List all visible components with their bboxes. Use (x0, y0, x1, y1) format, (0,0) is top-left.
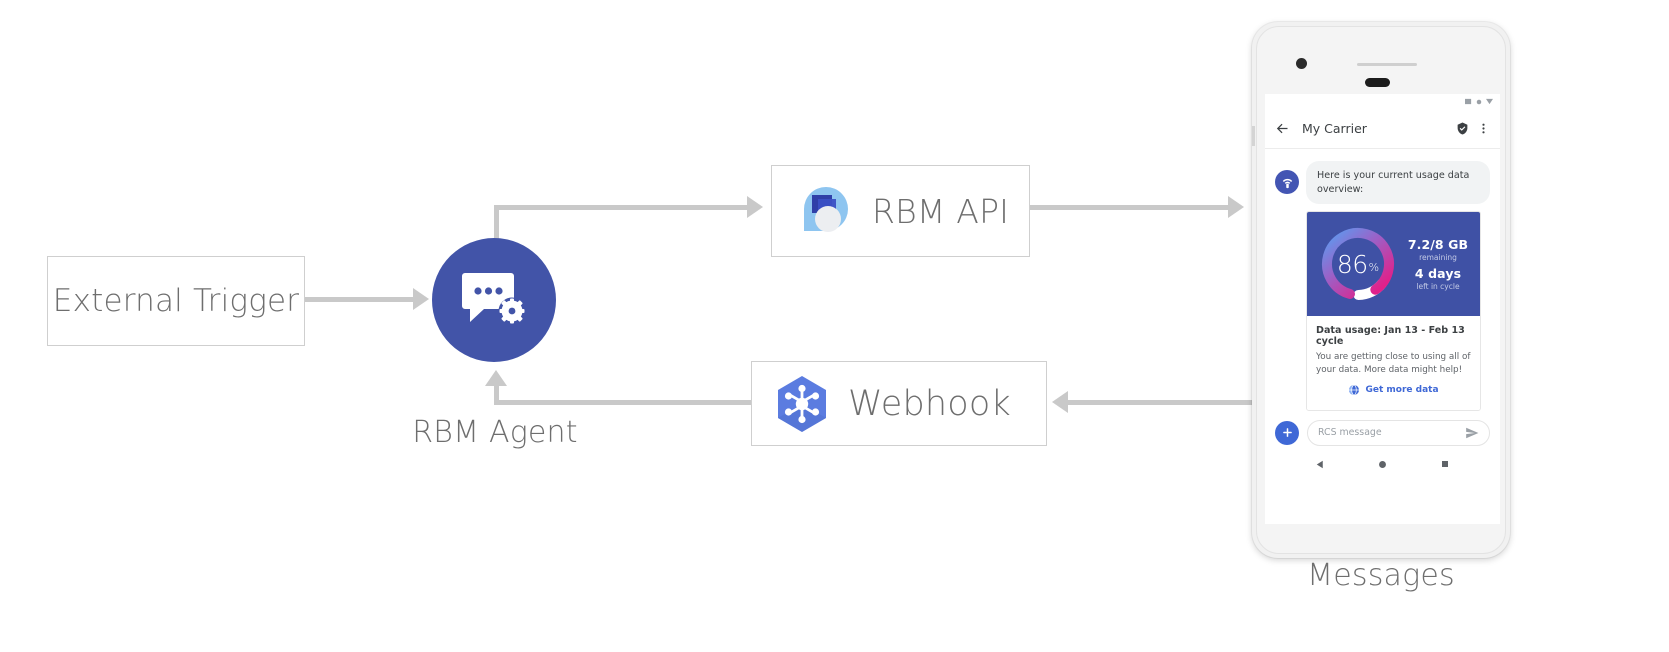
stat-main-value: 7.2/8 GB (1407, 237, 1469, 253)
android-nav-bar (1265, 452, 1500, 478)
gauge-percent-symbol: % (1368, 261, 1380, 275)
card-media: 86 % 7.2/8 GB remaining 4 days lef (1307, 212, 1480, 317)
rich-card[interactable]: 86 % 7.2/8 GB remaining 4 days lef (1306, 211, 1481, 411)
plus-icon[interactable] (1275, 420, 1299, 445)
arrowhead-webhook-to-agent (485, 370, 507, 386)
card-action-label: Get more data (1365, 384, 1439, 395)
app-bar-title: My Carrier (1302, 121, 1367, 136)
arrowhead-trigger-to-agent (413, 288, 429, 310)
stat-days-left: 4 days left in cycle (1404, 266, 1472, 291)
conversation-thread: Here is your current usage data overview… (1265, 149, 1500, 411)
stat-sub-label: left in cycle (1416, 282, 1460, 292)
connector-api-to-phone (1030, 205, 1230, 210)
incoming-message-row: Here is your current usage data overview… (1275, 161, 1490, 205)
wifi-icon (1476, 99, 1482, 104)
connector-agent-to-api-vertical (494, 205, 499, 263)
rbm-agent-label: RBM Agent (412, 415, 578, 450)
connector-agent-to-api-horizontal (494, 205, 749, 210)
app-bar: My Carrier (1265, 109, 1500, 149)
connector-webhook-to-agent-horizontal (494, 400, 752, 405)
back-arrow-icon[interactable] (1275, 121, 1290, 136)
webhook-node[interactable]: Webhook (751, 361, 1047, 446)
phone-power-button[interactable] (1252, 126, 1255, 146)
more-vert-icon[interactable] (1477, 122, 1490, 135)
connector-webhook-to-agent-vertical (494, 386, 499, 405)
carrier-antenna-icon (1282, 178, 1292, 188)
plus-glyph-icon (1282, 428, 1292, 438)
arrowhead-agent-to-api (747, 196, 763, 218)
message-composer: RCS message (1265, 410, 1500, 453)
card-action-button[interactable]: Get more data (1316, 377, 1471, 404)
hexagon-nodes-icon (778, 375, 826, 432)
phone-sensor-bar (1357, 63, 1417, 66)
webhook-label: Webhook (848, 383, 1011, 424)
signal-icon (1465, 98, 1472, 105)
connector-trigger-to-agent (305, 297, 415, 302)
arrowhead-api-to-phone (1228, 196, 1244, 218)
card-title: Data usage: Jan 13 - Feb 13 cycle (1316, 325, 1465, 348)
stat-data-remaining: 7.2/8 GB remaining (1404, 237, 1472, 262)
device-label: Messages (1307, 558, 1455, 593)
send-icon[interactable] (1465, 426, 1479, 440)
external-trigger-label: External Trigger (52, 283, 300, 319)
phone-camera-icon (1296, 58, 1307, 69)
stat-main-value: 4 days (1414, 266, 1462, 282)
message-input-field[interactable]: RCS message (1307, 419, 1490, 446)
phone-device: My Carrier (1252, 22, 1510, 558)
card-description: You are getting close to using all of yo… (1316, 352, 1471, 375)
stat-sub-label: remaining (1419, 253, 1457, 263)
gauge-ring-icon (1322, 228, 1394, 301)
nav-home-circle-icon[interactable] (1378, 460, 1387, 469)
rbm-agent-node[interactable] (432, 238, 556, 362)
external-trigger-node[interactable]: External Trigger (47, 256, 305, 346)
rbm-droplet-logo (804, 187, 848, 241)
gauge-percent-number: 86 (1336, 249, 1368, 279)
message-bubble: Here is your current usage data overview… (1306, 161, 1490, 205)
gauge-percent-value: 86 % (1316, 222, 1400, 306)
card-stats: 7.2/8 GB remaining 4 days left in cycle (1400, 233, 1480, 295)
rbm-api-label: RBM API (872, 191, 1010, 231)
arrowhead-phone-to-webhook (1052, 391, 1068, 413)
message-input-placeholder: RCS message (1318, 427, 1382, 439)
card-body: Data usage: Jan 13 - Feb 13 cycle You ar… (1307, 316, 1480, 410)
chat-gear-icon (462, 273, 526, 325)
rbm-api-node[interactable]: RBM API (771, 165, 1030, 257)
usage-gauge: 86 % (1316, 222, 1400, 306)
phone-screen: My Carrier (1265, 94, 1500, 524)
battery-icon (1486, 98, 1493, 105)
status-bar (1265, 94, 1500, 109)
nav-recents-square-icon[interactable] (1441, 460, 1449, 468)
connector-phone-to-webhook (1068, 400, 1258, 405)
avatar (1275, 170, 1299, 194)
verified-shield-icon[interactable] (1456, 122, 1469, 135)
phone-earpiece-speaker (1365, 78, 1390, 87)
globe-icon (1349, 384, 1360, 396)
nav-back-triangle-icon[interactable] (1316, 460, 1325, 469)
